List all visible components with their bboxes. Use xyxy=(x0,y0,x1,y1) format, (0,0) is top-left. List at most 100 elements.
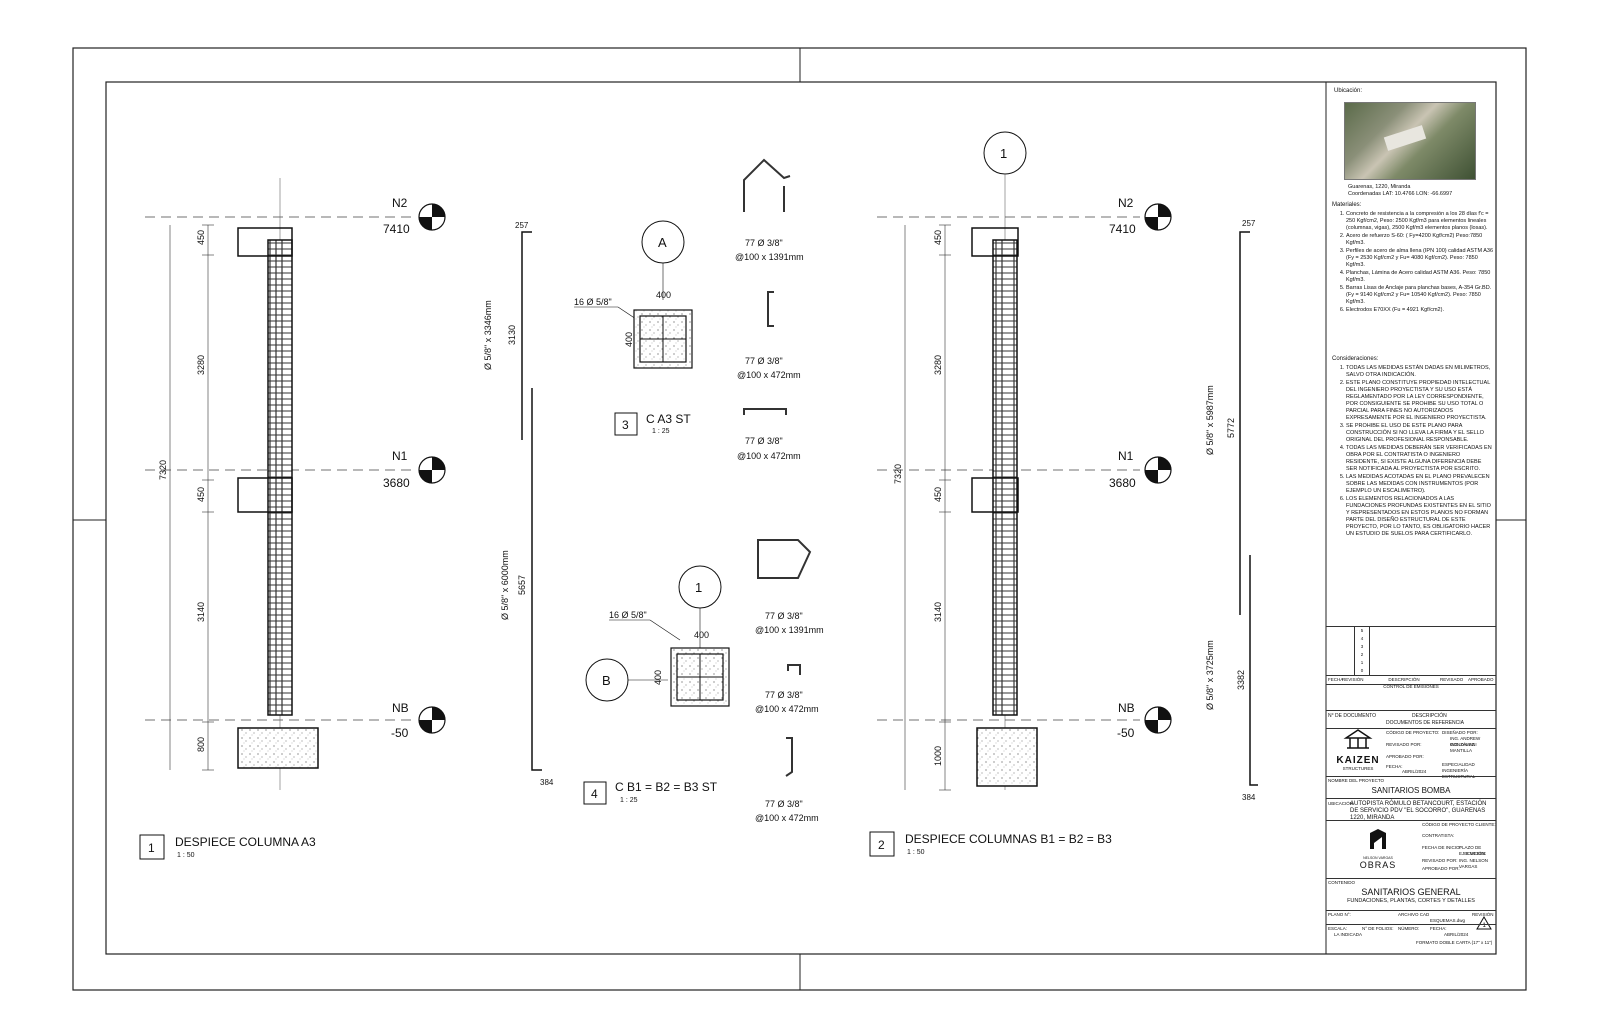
content-sub: FUNDACIONES, PLANTAS, CORTES Y DETALLES xyxy=(1347,898,1475,904)
consideracion-item: LOS ELEMENTOS RELACIONADOS A LAS FUNDACI… xyxy=(1346,496,1494,538)
address-row: UBICACIÓN AUTOPISTA RÓMULO BETANCOURT, E… xyxy=(1326,798,1496,821)
rev-header: REVISADO xyxy=(1440,677,1464,682)
content-row: CONTENIDO SANITARIOS GENERAL FUNDACIONES… xyxy=(1326,878,1496,909)
section-a-w: 400 xyxy=(656,290,671,300)
level-nb-name: NB xyxy=(392,701,409,715)
plazo-label: PLAZO DE EJECUCIÓN: xyxy=(1459,845,1487,856)
view4-title: C B1 = B2 = B3 ST xyxy=(615,780,718,794)
b-dim-top: 450 xyxy=(933,230,943,245)
section-b-grid: B xyxy=(602,673,611,688)
fecha2-value: ABRIL/2024 xyxy=(1444,932,1469,937)
b-dim-mid: 450 xyxy=(933,487,943,502)
dim-top: 450 xyxy=(196,230,206,245)
dim-total: 7320 xyxy=(158,460,168,480)
rev-header: REVISIÓN xyxy=(1342,677,1364,682)
rev-header: APROBADO xyxy=(1468,677,1494,682)
rev-number: 1 xyxy=(1360,660,1364,665)
plazo-value: 6 MESES xyxy=(1466,851,1486,856)
b-level-n1-value: 3680 xyxy=(1109,476,1136,490)
kaizen-sub: STRUCTURES xyxy=(1342,766,1374,771)
level-n1-value: 3680 xyxy=(383,476,410,490)
stirrup-b2-qty: 77 Ø 3/8" xyxy=(765,690,803,700)
material-item: Planchas, Lámina de Acero calidad ASTM A… xyxy=(1346,270,1494,284)
b-bar-upper-label: Ø 5/8" x 5987mm xyxy=(1205,385,1215,455)
kaizen-logo: KAIZEN STRUCTURES xyxy=(1330,728,1386,774)
dim-lower: 3140 xyxy=(196,602,206,622)
material-item: Concreto de resistencia a la compresión … xyxy=(1346,211,1494,232)
b-bar-upper-len: 5772 xyxy=(1226,418,1236,438)
b-dim-upper: 3280 xyxy=(933,355,943,375)
consideracion-item: SE PROHIBE EL USO DE ESTE PLANO PARA CON… xyxy=(1346,423,1494,444)
revisado-por-label: REVISADO POR: xyxy=(1386,742,1422,747)
fecha-label: FECHA: xyxy=(1386,764,1403,769)
dim-mid: 450 xyxy=(196,487,206,502)
rev-number: 4 xyxy=(1360,636,1364,641)
b-level-n2-marker xyxy=(1144,203,1172,231)
control-label: CONTROL DE EMISIONES xyxy=(1383,684,1439,689)
stirrup-a3-spec: @100 x 472mm xyxy=(737,451,801,461)
section-a-grid: A xyxy=(658,235,667,250)
project-name-row: NOMBRE DEL PROYECTO SANITARIOS BOMBA xyxy=(1326,776,1496,799)
dim-upper: 3280 xyxy=(196,355,206,375)
b-level-nb-name: NB xyxy=(1118,701,1135,715)
material-item: Perfiles de acero de alma llena (IPN 100… xyxy=(1346,248,1494,269)
archivo-label: ARCHIVO CAD xyxy=(1398,912,1430,917)
section-a-bars: 16 Ø 5/8" xyxy=(574,297,612,307)
stirrup-b2-spec: @100 x 472mm xyxy=(755,704,819,714)
plano-row: PLANO N°: ARCHIVO CAD ESQUEMAS.dwg REVIS… xyxy=(1326,910,1496,925)
b-bar-lower-label: Ø 5/8" x 3725mm xyxy=(1205,640,1215,710)
material-item: Acero de refuerzo S-60: ( Fy=4200 Kgf/cm… xyxy=(1346,233,1494,247)
stirrup-a2-qty: 77 Ø 3/8" xyxy=(745,356,783,366)
material-item: Electrodos E70XX (Fu = 4921 Kgf/cm2). xyxy=(1346,307,1494,314)
contenido-label: CONTENIDO xyxy=(1328,880,1355,885)
column-b-elevation: 1 450 3280 450 3140 1000 7320 N2 7410 xyxy=(869,131,1172,857)
b-dim-lower: 3140 xyxy=(933,602,943,622)
revision-label: REVISIÓN xyxy=(1472,912,1494,917)
view2-scale: 1 : 50 xyxy=(907,849,925,856)
a3-bar-upper-label: Ø 5/8" x 3346mm xyxy=(483,300,493,370)
escala-row: ESCALA: LA INDICADA N° DE FOLIOS: NÚMERO… xyxy=(1326,924,1496,939)
section-a-h: 400 xyxy=(624,332,634,347)
aprobado-por-label: APROBADO POR: xyxy=(1386,754,1424,759)
content-title: SANITARIOS GENERAL xyxy=(1361,887,1461,897)
column-b-grid: 1 xyxy=(1000,146,1007,161)
descripcion-label: DESCRIPCIÓN xyxy=(1412,713,1447,719)
engineer3: ING. NELSON VARGAS xyxy=(1459,858,1489,869)
doc-no-label: N° DE DOCUMENTO xyxy=(1328,713,1377,719)
svg-text:1: 1 xyxy=(1483,923,1487,929)
view1-scale: 1 : 50 xyxy=(177,852,195,859)
formato-label: FORMATO DOBLE CARTA (17" x 11") xyxy=(1416,940,1493,945)
rev-number: 0 xyxy=(1360,668,1364,673)
rev-number: 2 xyxy=(1360,652,1364,657)
escala-value: LA INDICADA xyxy=(1334,932,1363,937)
address-text: AUTOPISTA RÓMULO BETANCOURT, ESTACIÓN DE… xyxy=(1350,801,1487,821)
b-hook-bottom: 384 xyxy=(1242,793,1256,802)
b-level-n2-value: 7410 xyxy=(1109,222,1136,236)
b-level-n1-name: N1 xyxy=(1118,449,1134,463)
obras-sub: NELSON VARGAS xyxy=(1363,856,1393,860)
level-nb-marker xyxy=(418,706,446,734)
archivo-value: ESQUEMAS.dwg xyxy=(1430,918,1466,923)
docs-ref-label: DOCUMENTOS DE REFERENCIA xyxy=(1386,720,1464,726)
view3-number: 3 xyxy=(622,418,629,432)
plano-label: PLANO N°: xyxy=(1328,912,1351,917)
engineer2: ING. DAYANI MANTILLA xyxy=(1450,742,1477,753)
b-dim-base: 1000 xyxy=(933,746,943,766)
stirrup-a3-qty: 77 Ø 3/8" xyxy=(745,436,783,446)
section-a: A 16 Ø 5/8" 400 400 3 C A3 ST 1 : 25 xyxy=(574,220,693,436)
revisado-por2-label: REVISADO POR: xyxy=(1422,858,1458,863)
stirrup-b1-spec: @100 x 1391mm xyxy=(755,625,824,635)
nombre-proyecto-label: NOMBRE DEL PROYECTO xyxy=(1328,778,1385,783)
obras-n-icon xyxy=(1370,829,1386,849)
b-dim-total: 7320 xyxy=(893,464,903,484)
rev-number: 5 xyxy=(1360,628,1364,633)
revision-table: 5 4 3 2 1 0 FECHA REVISIÓN DESCRIPCIÓN R… xyxy=(1326,626,1496,693)
view2-title: DESPIECE COLUMNAS B1 = B2 = B3 xyxy=(905,832,1112,846)
section-b-h: 400 xyxy=(653,670,663,685)
column-a3-elevation: 450 3280 450 3140 800 7320 N2 7410 N1 36… xyxy=(139,178,446,860)
fecha2-label: FECHA: xyxy=(1430,926,1447,931)
ubicacion2-label: UBICACIÓN xyxy=(1328,801,1354,806)
view3-scale: 1 : 25 xyxy=(652,428,670,435)
inner-border xyxy=(105,81,1497,955)
stirrup-b1-qty: 77 Ø 3/8" xyxy=(765,611,803,621)
